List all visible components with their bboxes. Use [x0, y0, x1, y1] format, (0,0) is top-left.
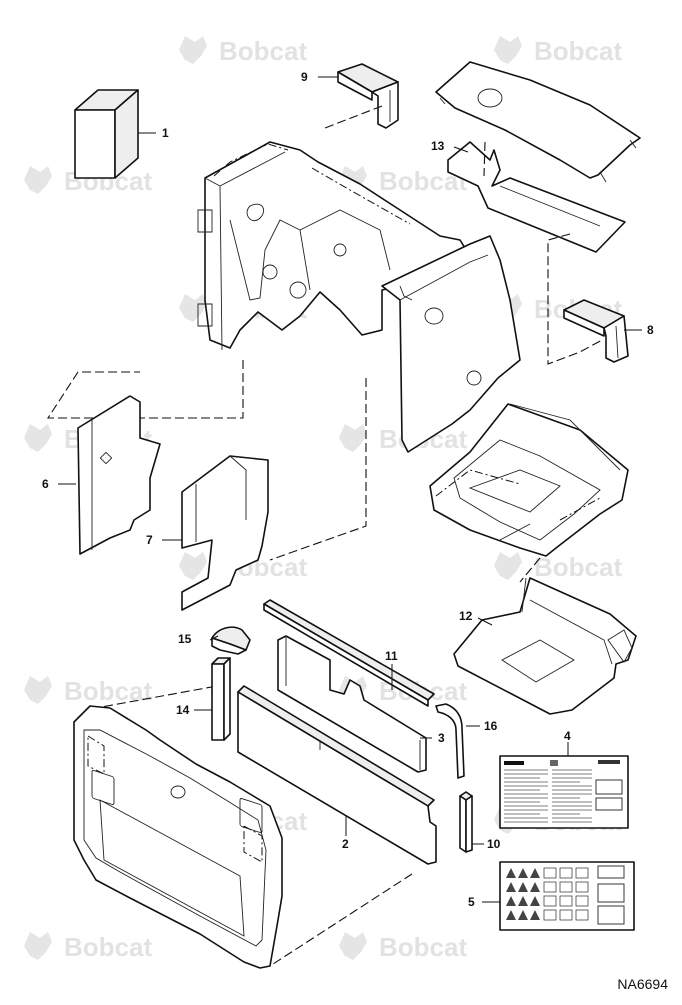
safety-pictogram-icon — [506, 896, 516, 906]
watermark-text: Bobcat — [219, 36, 307, 66]
part-5-decal — [499, 861, 635, 931]
safety-symbol-icon — [559, 895, 573, 907]
watermark-logo-icon — [339, 932, 367, 960]
safety-symbol-icon — [543, 895, 557, 907]
watermark-logo-icon — [494, 552, 522, 580]
watermark-logo-icon — [179, 552, 207, 580]
safety-pictogram-icon — [530, 910, 540, 920]
watermark-logo-icon — [179, 294, 207, 322]
callout-14: 14 — [176, 703, 190, 717]
callout-1: 1 — [162, 126, 169, 140]
leader-lines — [58, 76, 642, 903]
assembly-guide-lines — [46, 105, 603, 967]
safety-pictogram-icon — [518, 896, 528, 906]
watermark-logo-icon — [494, 36, 522, 64]
callout-5: 5 — [468, 895, 475, 909]
callout-13: 13 — [431, 139, 445, 153]
part-2-rear-panel — [237, 685, 437, 865]
part-10-strip — [459, 791, 473, 853]
part-1-foam-block — [74, 89, 139, 179]
watermark-text: Bobcat — [534, 552, 622, 582]
part-6-side-panel — [77, 395, 161, 555]
watermark-logo-icon — [179, 36, 207, 64]
main-frame — [197, 141, 521, 453]
callout-8: 8 — [647, 323, 654, 337]
safety-pictogram-icon — [530, 868, 540, 878]
safety-pictogram-icon — [530, 882, 540, 892]
safety-pictogram-icon — [506, 910, 516, 920]
safety-symbol-icon — [559, 909, 573, 921]
callout-9: 9 — [301, 70, 308, 84]
callout-15: 15 — [178, 632, 192, 646]
watermark-logo-icon — [24, 166, 52, 194]
safety-symbol-icon — [575, 895, 589, 907]
part-4-decal — [499, 755, 629, 829]
callout-7: 7 — [146, 533, 153, 547]
callout-11: 11 — [385, 649, 398, 663]
safety-pictogram-icon — [530, 896, 540, 906]
safety-symbol-icon — [559, 881, 573, 893]
part-13-insulation-pad — [447, 141, 626, 253]
safety-symbol-icon — [543, 867, 557, 879]
callout-10: 10 — [487, 837, 501, 851]
watermark-text: Bobcat — [64, 932, 152, 962]
part-16-strip — [435, 703, 465, 779]
watermark-text: Bobcat — [64, 676, 152, 706]
safety-pictogram-icon — [506, 882, 516, 892]
part-9-bracket-pad — [337, 63, 399, 129]
callout-6: 6 — [42, 477, 49, 491]
safety-symbol-icon — [543, 909, 557, 921]
part-13-cover-plate — [435, 61, 641, 183]
floor-pan — [429, 403, 629, 557]
watermark-logo-icon — [24, 676, 52, 704]
watermark-logo-icon — [339, 424, 367, 452]
callout-4: 4 — [564, 729, 571, 743]
safety-pictogram-icon — [506, 868, 516, 878]
safety-pictogram-icon — [518, 882, 528, 892]
callout-12: 12 — [459, 609, 473, 623]
decal-warning-icon — [504, 761, 524, 765]
door-panel — [73, 705, 283, 969]
safety-pictogram-icon — [518, 910, 528, 920]
safety-symbol-icon — [575, 881, 589, 893]
callout-16: 16 — [484, 719, 498, 733]
figure-id: NA6694 — [617, 976, 668, 992]
part-14-strip — [211, 657, 231, 741]
safety-symbol-icon — [543, 881, 557, 893]
watermark-text: Bobcat — [379, 932, 467, 962]
part-3-rear-panel — [277, 635, 427, 773]
watermark-text: Bobcat — [534, 36, 622, 66]
callout-labels: 1 9 13 8 6 7 12 15 11 14 3 16 4 2 10 5 — [42, 70, 654, 909]
safety-symbol-icon — [559, 867, 573, 879]
watermark-logo-icon — [24, 424, 52, 452]
callout-3: 3 — [438, 731, 445, 745]
safety-pictogram-icon — [518, 868, 528, 878]
part-8-bracket-pad — [563, 299, 629, 363]
watermark-logo-icon — [24, 932, 52, 960]
part-15-cap — [211, 626, 251, 655]
part-12-floor-mat — [453, 577, 637, 715]
callout-2: 2 — [342, 837, 349, 851]
safety-symbol-icon — [575, 867, 589, 879]
safety-symbol-icon — [575, 909, 589, 921]
part-7-side-panel — [181, 455, 269, 611]
